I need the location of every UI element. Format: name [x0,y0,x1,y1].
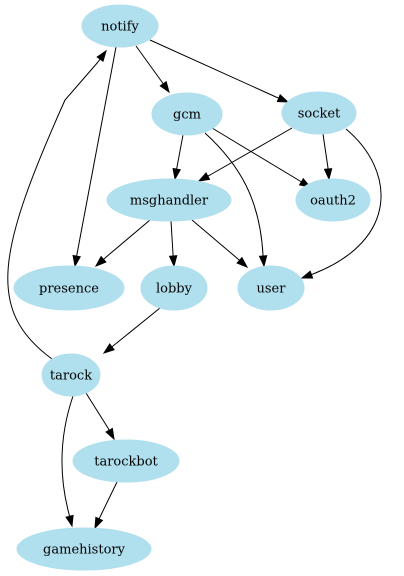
node-label: socket [298,107,341,122]
arrowhead [96,49,107,63]
node-notify: notify [81,4,159,48]
node-ellipse [81,4,159,48]
node-tarockbot: tarockbot [72,439,180,483]
node-ellipse [106,178,232,222]
arrowhead [94,516,104,530]
edge-socket-oauth2 [322,133,333,181]
edge-line [170,220,174,255]
edge-line [85,392,109,429]
arrowhead [94,255,107,267]
edge-lobby-tarock [102,307,161,354]
arrowhead [300,270,314,279]
edge-notify-presence [72,46,117,268]
node-oauth2: oauth2 [295,178,371,222]
node-ellipse [13,265,125,311]
node-lobby: lobby [140,265,208,311]
node-label: gcm [173,108,201,123]
edge-notify-gcm [135,45,170,94]
node-label: lobby [156,282,193,297]
node-label: gamehistory [43,543,126,558]
node-label: presence [39,282,99,297]
node-ellipse [72,439,180,483]
node-label: tarock [50,369,92,384]
edge-tarock-notify [7,49,107,360]
node-ellipse [16,527,152,571]
node-ellipse [151,92,223,136]
node-msghandler: msghandler [106,178,232,222]
edge-line [76,46,117,255]
edge-line [149,39,277,98]
arrowhead [102,343,115,354]
edge-line [209,127,293,176]
node-socket: socket [281,91,357,135]
edge-line [211,127,301,182]
edge-line [312,128,382,275]
edge-line [7,61,99,360]
arrowhead [197,172,211,182]
edge-gcm-user [204,132,268,268]
edge-line [176,134,184,168]
node-label: msghandler [130,194,209,209]
edge-socket-user [300,128,382,279]
arrowhead [105,427,115,441]
edge-layer [7,39,382,530]
node-presence: presence [13,265,125,311]
node-label: oauth2 [310,194,356,209]
arrowhead [168,255,178,268]
edge-msghandler-presence [94,219,151,267]
node-ellipse [140,265,208,311]
edge-tarockbot-gamehistory [94,481,118,530]
edge-line [61,395,74,515]
edge-msghandler-user [191,219,249,268]
edge-line [112,307,161,347]
edge-line [99,481,118,518]
arrowhead [258,255,268,268]
edge-line [135,45,163,83]
node-label: notify [101,20,139,35]
node-ellipse [281,91,357,135]
node-ellipse [295,178,371,222]
node-label: tarockbot [94,455,158,470]
edge-line [322,133,329,169]
edge-msghandler-lobby [168,220,178,268]
edge-line [204,132,264,256]
arrowhead [159,80,170,94]
edge-gcm-msghandler [172,134,184,181]
edge-notify-socket [149,39,290,103]
node-ellipse [41,353,101,397]
edge-gcm-oauth2 [211,127,312,188]
arrowhead [72,254,81,268]
node-ellipse [237,265,305,311]
edge-tarock-gamehistory [61,395,74,528]
node-gcm: gcm [151,92,223,136]
edge-socket-msghandler [197,127,293,182]
edge-tarock-tarockbot [85,392,115,441]
edge-stem [97,58,101,63]
node-label: user [257,282,287,297]
node-gamehistory: gamehistory [16,527,152,571]
arrowhead [323,168,333,181]
edge-line [104,219,151,259]
arrowhead [236,256,249,268]
arrowhead [276,93,290,103]
arrowhead [172,167,181,181]
node-layer: notify gcm socket msghandler oauth2 presence l… [13,4,371,571]
arrowhead [65,514,74,528]
edge-line [191,219,239,260]
node-user: user [237,265,305,311]
node-tarock: tarock [41,353,101,397]
